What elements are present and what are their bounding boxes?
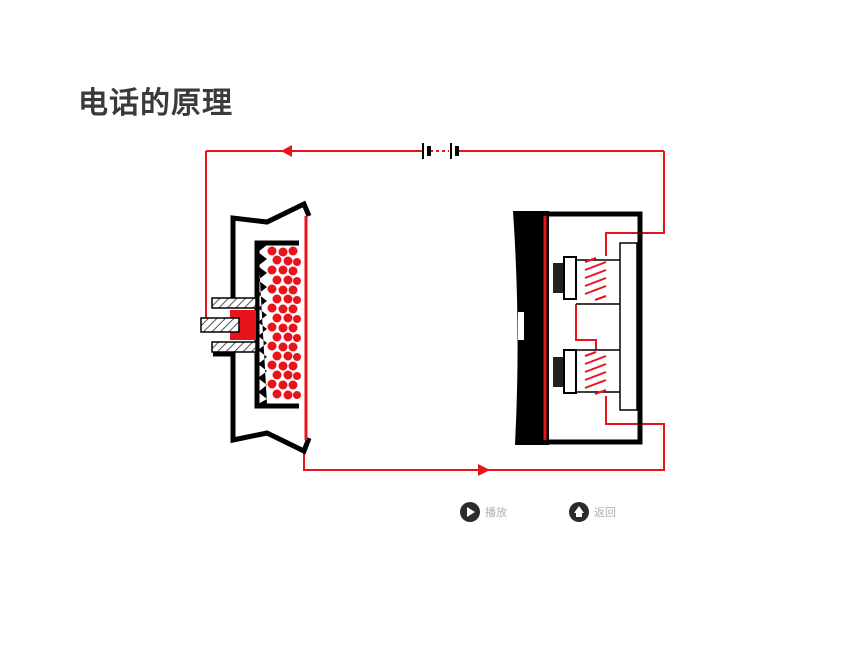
ear-cover — [513, 211, 549, 445]
electromagnet-bottom — [553, 349, 607, 395]
microphone — [200, 200, 312, 455]
electromagnet-top — [553, 256, 607, 301]
terminal-screw — [200, 317, 240, 333]
play-label: 播放 — [485, 506, 507, 519]
bottom-wire — [303, 396, 665, 471]
terminal-insulator-top — [211, 297, 257, 309]
back-icon — [569, 502, 589, 522]
right-wire-top — [605, 151, 665, 256]
back-label: 返回 — [594, 506, 616, 519]
coil-link-wire — [575, 304, 597, 350]
play-icon — [460, 502, 480, 522]
carbon-electrode-teeth — [258, 245, 267, 404]
arrow-left — [281, 145, 292, 157]
carbon-chamber — [254, 240, 299, 409]
back-button[interactable]: 返回 — [569, 501, 616, 523]
arrow-right — [478, 464, 490, 476]
carbon-granules — [267, 246, 301, 400]
terminal-insulator-bottom — [211, 341, 257, 353]
circuit-wires — [205, 145, 665, 476]
magnet-frame — [576, 242, 638, 411]
earpiece — [513, 211, 643, 445]
play-button[interactable]: 播放 — [460, 501, 507, 523]
battery-icon — [422, 143, 459, 159]
earpiece-housing — [521, 211, 643, 445]
page-title: 电话的原理 — [78, 86, 233, 121]
